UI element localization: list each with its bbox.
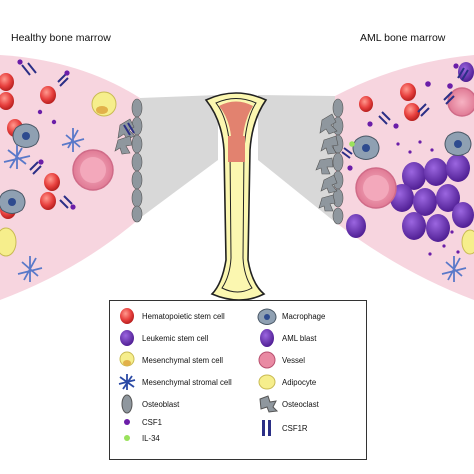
- aml-panel-title: AML bone marrow: [360, 32, 446, 44]
- aml-stromal-cell: [441, 256, 467, 282]
- osteoclast-icon: [259, 395, 278, 413]
- aml-il34-dots: [349, 141, 355, 147]
- aml-osteoclast-cluster: [315, 113, 339, 212]
- legend-label: Leukemic stem cell: [142, 333, 209, 343]
- aml-macrophages: [352, 131, 472, 160]
- legend-item-osteoblast: Osteoblast: [116, 393, 179, 415]
- healthy-adipocyte: [0, 227, 17, 257]
- aml-csf1-receptors: [341, 67, 469, 159]
- vessel-icon: [258, 351, 276, 369]
- mesenchymal-stromal-cell-icon: [118, 374, 136, 390]
- bone-diagram: [204, 92, 268, 301]
- healthy-stromal-cells: [3, 128, 85, 282]
- healthy-marrow-region: [0, 55, 140, 300]
- legend-item-macrophage: Macrophage: [256, 305, 325, 327]
- csf1-dot-icon: [124, 419, 130, 425]
- healthy-csf1-dots: [17, 59, 76, 210]
- legend-label: CSF1R: [282, 423, 308, 433]
- aml-blast-icon: [260, 329, 274, 347]
- aml-projection-beam: [258, 95, 335, 222]
- legend-label: Hematopoietic stem cell: [142, 311, 225, 321]
- legend-item-il34: IL-34: [116, 429, 160, 447]
- healthy-hematopoietic-stem-cells: [0, 73, 60, 219]
- csf1r-receptor-icon: [262, 420, 271, 436]
- healthy-csf1-receptors: [21, 62, 135, 209]
- legend-item-osteoclast: Osteoclast: [256, 393, 319, 415]
- healthy-macrophages: [0, 123, 40, 214]
- legend-item-aml-blast: AML blast: [256, 327, 316, 349]
- aml-blasts: [346, 154, 474, 242]
- legend-label: Mesenchymal stromal cell: [142, 377, 232, 387]
- macrophage-icon: [257, 308, 277, 325]
- legend-label: CSF1: [142, 417, 162, 427]
- legend-label: Osteoclast: [282, 399, 319, 409]
- legend-label: Osteoblast: [142, 399, 180, 409]
- legend-label: AML blast: [282, 333, 317, 343]
- legend-item-adipocyte: Adipocyte: [256, 371, 316, 393]
- legend-label: Mesenchymal stem cell: [142, 355, 224, 365]
- legend-item-hematopoietic: Hematopoietic stem cell: [116, 305, 225, 327]
- legend-item-leukemic: Leukemic stem cell: [116, 327, 208, 349]
- legend-label: Adipocyte: [282, 377, 317, 387]
- aml-vessels: [355, 87, 474, 209]
- legend-label: Macrophage: [282, 311, 326, 321]
- healthy-panel-title: Healthy bone marrow: [11, 32, 111, 44]
- osteoblast-icon: [121, 394, 133, 414]
- legend-item-csf1: CSF1: [116, 413, 162, 431]
- legend-item-mesenchymal-stem: Mesenchymal stem cell: [116, 349, 223, 371]
- aml-osteoblast-lining: [332, 98, 344, 225]
- legend-label: Vessel: [282, 355, 305, 365]
- leukemic-stem-cell-icon: [120, 330, 134, 346]
- legend-item-mesenchymal-stromal: Mesenchymal stromal cell: [116, 371, 232, 393]
- il34-dot-icon: [124, 435, 130, 441]
- legend-label: IL-34: [142, 433, 160, 443]
- legend-item-vessel: Vessel: [256, 349, 305, 371]
- healthy-vessel: [72, 149, 114, 191]
- adipocyte-icon: [258, 374, 276, 390]
- legend: Hematopoietic stem cell Leukemic stem ce…: [109, 300, 367, 460]
- mesenchymal-stem-cell-icon: [119, 351, 135, 367]
- aml-hematopoietic-stem-cells: [359, 83, 420, 121]
- healthy-osteoblast-lining: [131, 98, 143, 223]
- aml-adipocyte: [461, 229, 474, 255]
- healthy-projection-beam: [140, 95, 218, 218]
- hematopoietic-stem-cell-icon: [120, 308, 134, 324]
- healthy-mesenchymal-stem-cell: [91, 91, 117, 117]
- legend-item-csf1r: CSF1R: [256, 417, 308, 439]
- aml-csf1-dots: [347, 63, 460, 256]
